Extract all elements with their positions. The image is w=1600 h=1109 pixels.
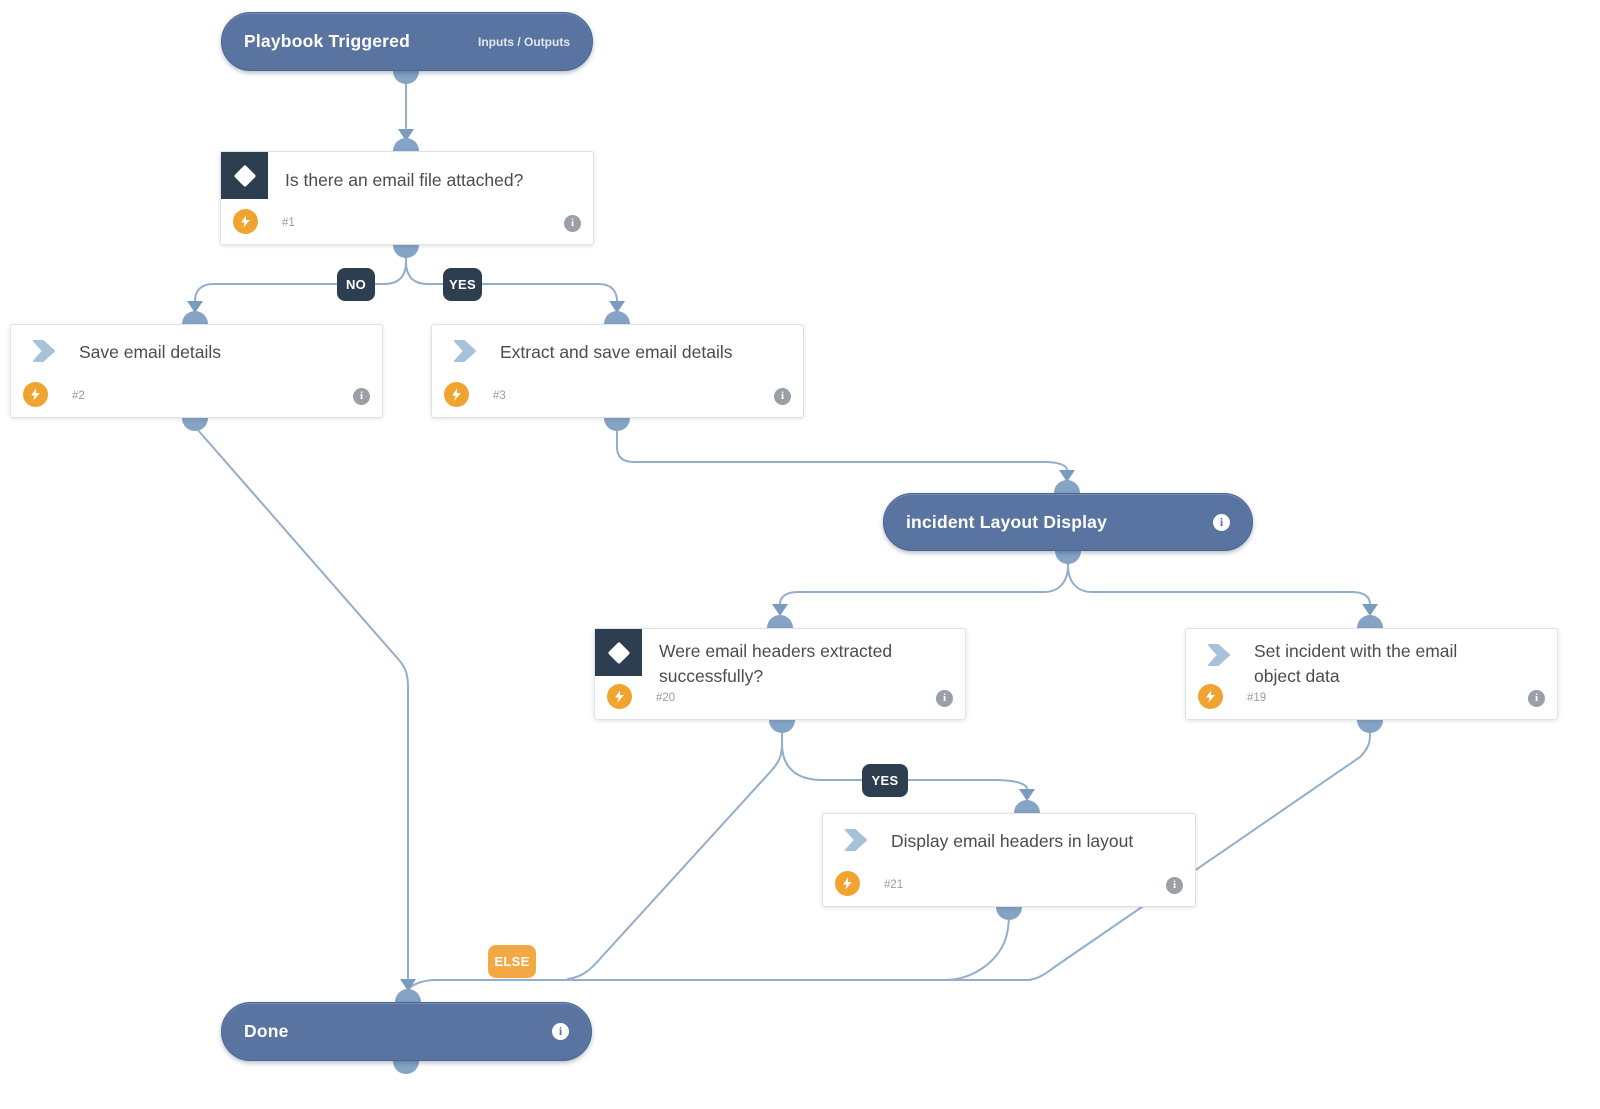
info-icon[interactable] xyxy=(1166,877,1183,894)
lightning-bolt-icon xyxy=(233,209,258,234)
edge-label-no: NO xyxy=(337,268,375,301)
inputs-outputs-link[interactable]: Inputs / Outputs xyxy=(478,34,570,49)
condition-diamond-icon xyxy=(595,629,642,676)
task-chevron-icon xyxy=(1208,644,1230,666)
task-chevron-icon xyxy=(33,340,55,362)
lightning-bolt-icon xyxy=(444,382,469,407)
lightning-bolt-icon xyxy=(1198,684,1223,709)
node-title: Were email headers extracted successfull… xyxy=(659,641,893,686)
task-id: #2 xyxy=(72,390,85,402)
task-id: #19 xyxy=(1247,692,1267,704)
info-icon[interactable] xyxy=(1213,513,1230,531)
node-condition-1[interactable]: Is there an email file attached? #1 xyxy=(220,151,594,245)
diamond-icon xyxy=(233,164,256,187)
condition-diamond-icon xyxy=(221,152,268,199)
node-title: Extract and save email details xyxy=(500,342,733,362)
info-icon[interactable] xyxy=(353,388,370,405)
node-title: Display email headers in layout xyxy=(891,831,1134,851)
node-title: Playbook Triggered xyxy=(244,31,411,51)
node-title: Save email details xyxy=(79,342,222,362)
task-id: #3 xyxy=(493,390,506,402)
node-title: Set incident with the email object data xyxy=(1254,641,1458,686)
node-condition-20[interactable]: Were email headers extracted successfull… xyxy=(594,628,966,720)
task-id: #21 xyxy=(884,879,904,891)
info-icon[interactable] xyxy=(774,388,791,405)
node-task-19[interactable]: Set incident with the email object data … xyxy=(1185,628,1558,720)
node-section-incident-layout-display[interactable]: incident Layout Display xyxy=(883,493,1253,551)
lightning-bolt-icon xyxy=(835,871,860,896)
edge-label-else: ELSE xyxy=(488,945,536,978)
node-title: Done xyxy=(244,1021,289,1041)
node-playbook-triggered[interactable]: Playbook Triggered Inputs / Outputs xyxy=(221,12,593,71)
diamond-icon xyxy=(607,641,630,664)
task-chevron-icon xyxy=(845,829,867,851)
lightning-bolt-icon xyxy=(23,382,48,407)
info-icon[interactable] xyxy=(936,690,953,707)
info-icon[interactable] xyxy=(552,1023,569,1040)
node-task-21[interactable]: Display email headers in layout #21 xyxy=(822,813,1196,907)
node-task-3[interactable]: Extract and save email details #3 xyxy=(431,324,804,418)
edge-label-yes: YES xyxy=(443,268,482,301)
task-id: #1 xyxy=(282,217,295,229)
task-chevron-icon xyxy=(454,340,476,362)
info-icon[interactable] xyxy=(564,215,581,232)
node-done[interactable]: Done xyxy=(221,1002,592,1061)
edge-label-yes-2: YES xyxy=(862,764,908,797)
node-task-2[interactable]: Save email details #2 xyxy=(10,324,383,418)
task-id: #20 xyxy=(656,692,676,704)
info-icon[interactable] xyxy=(1528,690,1545,707)
lightning-bolt-icon xyxy=(607,684,632,709)
node-title: Is there an email file attached? xyxy=(285,170,524,190)
node-title: incident Layout Display xyxy=(906,511,1108,532)
